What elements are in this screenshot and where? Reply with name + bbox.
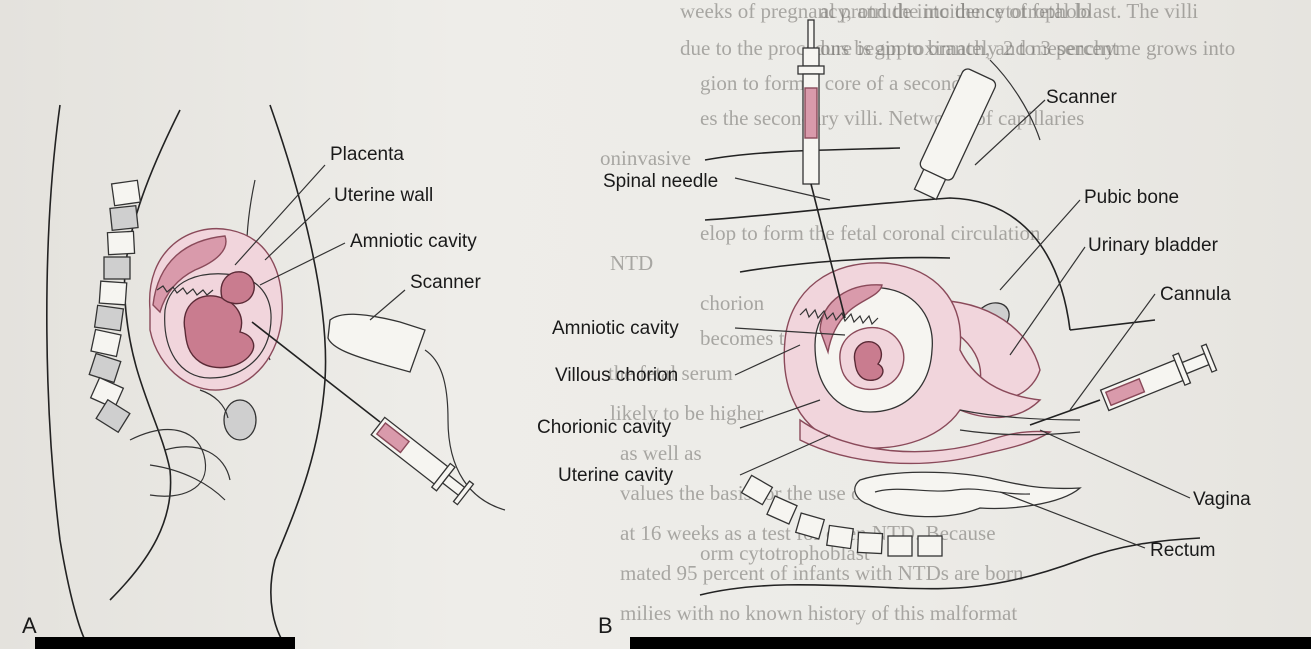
leader-pubic-bone-b [1000,200,1080,290]
leader-rectum-b [1000,492,1145,548]
bg-text-line-12: al protrude into the cytotrophoblast. Th… [820,0,1198,23]
label-scanner-a: Scanner [410,272,481,293]
panel-a-letter: A [22,613,37,638]
label-spinal-needle-b: Spinal needle [603,171,718,192]
bg-text-line-14: gion to form a core of a secondary [700,71,989,95]
bg-text-line-7: as well as [620,441,702,465]
syringe-b [1099,342,1218,415]
vagina-line-a [150,465,225,500]
redaction-bar-left [35,637,295,649]
label-uterine-wall-a: Uterine wall [334,185,433,206]
leader-scanner-a [370,290,405,320]
label-amniotic-cavity-b: Amniotic cavity [552,318,679,339]
urethra-a [200,390,228,418]
label-rectum-b: Rectum [1150,540,1215,561]
label-villous-chorion-b: Villous chorion [555,365,678,386]
bg-text-line-11: milies with no known history of this mal… [620,601,1017,625]
label-cannula-b: Cannula [1160,284,1231,305]
bg-text-line-13: ons begin to branch, and mesenchyme grow… [820,36,1235,60]
label-urinary-bladder-b: Urinary bladder [1088,235,1219,256]
vertebral-column [89,180,140,432]
panel-a-illustration: Placenta Uterine wall Amniotic cavity Sc… [22,105,505,645]
label-amniotic-cavity-a: Amniotic cavity [350,231,477,252]
pubic-bone-a [224,400,256,440]
maternal-abdomen-outline [270,105,326,645]
label-scanner-b: Scanner [1046,87,1117,108]
scanner-probe-a [328,314,425,372]
label-uterine-cavity-b: Uterine cavity [558,465,674,486]
label-vagina-b: Vagina [1193,489,1251,510]
maternal-back-outline [47,105,85,640]
leader-uterine-cavity-b [740,435,830,475]
pelvic-line-a [165,447,230,480]
cannula-b [1030,400,1100,425]
label-chorionic-cavity-b: Chorionic cavity [537,417,672,438]
leader-uterine-wall-a [265,198,330,260]
syringe-a [369,414,475,506]
bg-text-line-16: elop to form the fetal coronal circulati… [700,221,1041,245]
bg-text-line-3: oninvasive [600,146,691,170]
anterior-line-b [1070,320,1155,330]
leader-urinary-bladder-b [1010,247,1085,355]
panel-b-letter: B [598,613,613,638]
bg-text-line-4: NTD [610,251,653,275]
bg-text-line-17: chorion [700,291,765,315]
redaction-bar-right [630,637,1311,649]
fetal-head-a [221,272,254,304]
embryo-b [854,342,882,381]
label-placenta-a: Placenta [330,144,404,165]
label-pubic-bone-b: Pubic bone [1084,187,1179,208]
